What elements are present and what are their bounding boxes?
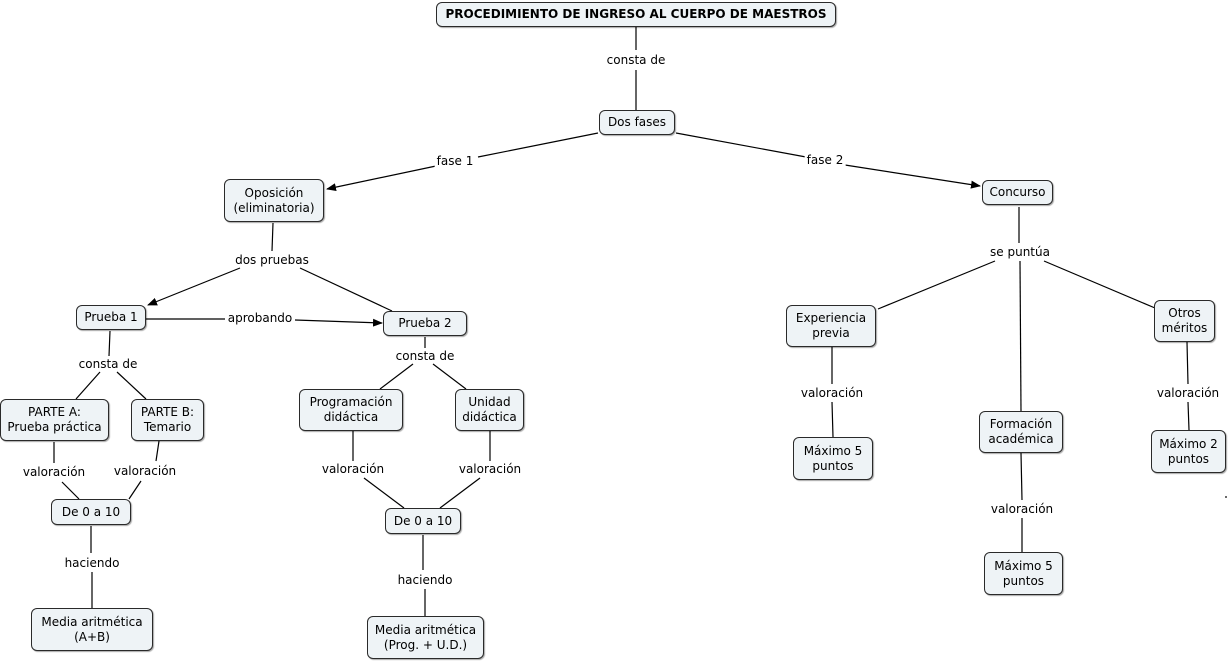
link-haciendo-2: haciendo: [395, 573, 455, 587]
link-se-puntua: se puntúa: [988, 245, 1052, 259]
link-valoracion-unidad: valoración: [456, 462, 524, 476]
node-maximo-2: Máximo 2 puntos: [1151, 430, 1226, 473]
node-maximo-5-experiencia: Máximo 5 puntos: [793, 437, 873, 480]
edge-prueba1-consta: [108, 330, 111, 357]
node-formacion-academica: Formación académica: [979, 411, 1063, 453]
edge-formacion-valoracion: [1020, 452, 1023, 501]
link-aprobando: aprobando: [225, 311, 295, 325]
link-consta-de-title: consta de: [604, 53, 668, 67]
node-de-0-a-10-prueba-2: De 0 a 10: [385, 508, 461, 534]
node-prueba-1: Prueba 1: [76, 305, 146, 330]
node-concurso: Concurso: [982, 180, 1053, 205]
stray-dot: [1225, 496, 1227, 498]
node-parte-b: PARTE B: Temario: [131, 399, 204, 441]
node-parte-a: PARTE A: Prueba práctica: [0, 399, 109, 441]
link-dos-pruebas: dos pruebas: [233, 253, 311, 267]
edge-otros-valoracion: [1186, 341, 1189, 385]
link-fase-2: fase 2: [804, 153, 846, 167]
edge-dospruebas-prueba2: [299, 267, 393, 312]
link-haciendo-1: haciendo: [62, 556, 122, 570]
node-maximo-5-formacion: Máximo 5 puntos: [984, 552, 1063, 595]
edge-consta-parteb: [116, 371, 147, 400]
edge-aprobando-prueba2: [294, 318, 383, 327]
node-media-aritmetica-2: Media aritmética (Prog. + U.D.): [367, 616, 484, 659]
edge-valoracion-de0a10-1: [61, 481, 80, 500]
edge-oposicion-dospruebas: [271, 222, 274, 252]
node-unidad-didactica: Unidad didáctica: [455, 389, 524, 431]
edge-valoracion-de0a10-1b: [128, 480, 142, 500]
edge-consta-programacion: [379, 363, 414, 390]
edge-valoracion-de0a10-2b: [439, 477, 481, 509]
edge-fase2-concurso: [844, 164, 981, 189]
link-valoracion-parte-a: valoración: [20, 465, 88, 479]
link-valoracion-formacion: valoración: [988, 502, 1056, 516]
edge-consta-unidad: [432, 363, 467, 390]
link-valoracion-programacion: valoración: [319, 462, 387, 476]
node-oposicion: Oposición (eliminatoria): [224, 179, 324, 222]
edge-dospruebas-prueba1: [147, 267, 241, 306]
edge-sepuntua-formacion: [1019, 260, 1022, 412]
edge-valoracion-de0a10-2: [363, 477, 405, 509]
node-de-0-a-10-prueba-1: De 0 a 10: [51, 499, 131, 525]
node-dos-fases: Dos fases: [599, 110, 675, 135]
edge-valoracion-max5-exp: [831, 401, 834, 438]
edge-dosfases-fase2: [675, 132, 807, 158]
edge-sepuntua-otros: [1043, 260, 1156, 309]
edge-valoracion-max2: [1187, 401, 1190, 431]
edge-sepuntua-experiencia: [877, 260, 996, 310]
map-title: PROCEDIMIENTO DE INGRESO AL CUERPO DE MA…: [436, 2, 836, 27]
edge-consta-partea: [75, 371, 101, 400]
node-media-aritmetica-1: Media aritmética (A+B): [31, 608, 153, 651]
node-programacion-didactica: Programación didáctica: [299, 389, 403, 431]
link-fase-1: fase 1: [434, 154, 476, 168]
link-valoracion-experiencia: valoración: [798, 386, 866, 400]
node-prueba-2: Prueba 2: [383, 311, 467, 336]
node-experiencia-previa: Experiencia previa: [786, 305, 876, 347]
node-otros-meritos: Otros méritos: [1154, 300, 1215, 342]
link-valoracion-otros: valoración: [1154, 386, 1222, 400]
link-consta-de-prueba-1: consta de: [76, 357, 140, 371]
edge-fase1-oposicion: [326, 165, 437, 192]
link-valoracion-parte-b: valoración: [111, 464, 179, 478]
link-consta-de-prueba-2: consta de: [393, 349, 457, 363]
edge-dosfases-fase1: [477, 132, 599, 158]
edge-parteb-valoracion: [155, 440, 160, 462]
